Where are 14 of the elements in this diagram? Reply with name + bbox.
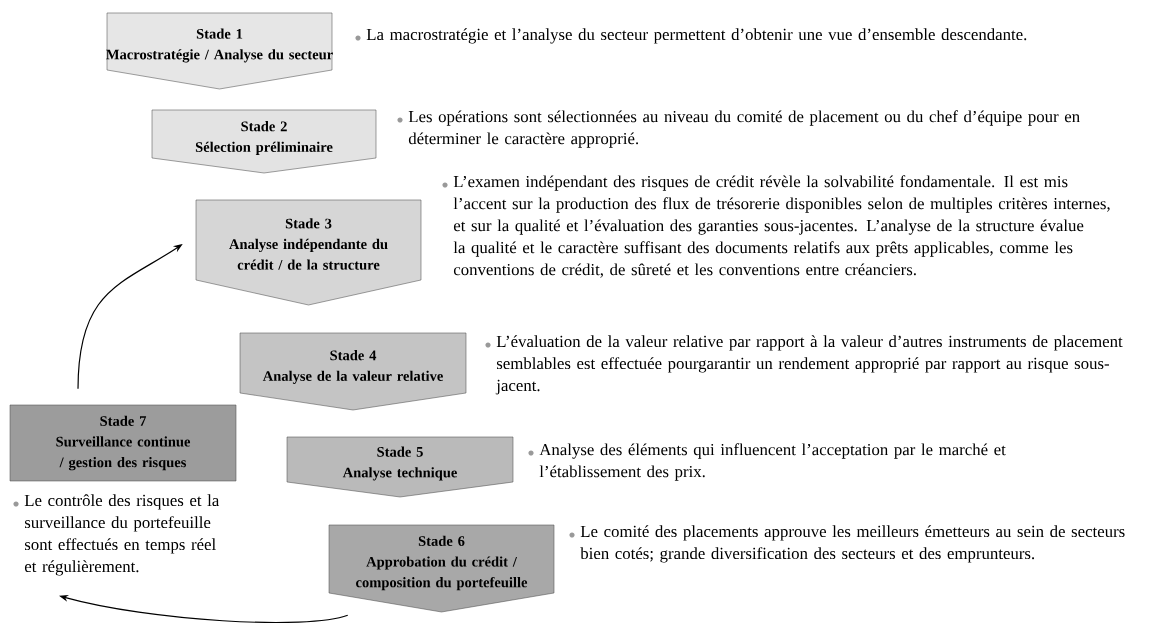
- description-text: Les opérations sont sélectionnées au niveau du comité de placement ou du chef d’équipe pour en déterminer le caractère approprié.: [408, 110, 1080, 148]
- description-text: La macrostratégie et l’analyse du secteur permettent d’obtenir une vue d’ensemble descendante.: [366, 28, 1027, 44]
- description-text: L’examen indépendant des risques de crédit révèle la solvabilité fondamentale. Il est mis l’accent sur la production des flux de trésorerie disponibles selon de multiples critères internes, et sur la qualité et l’évaluation des garanties sous-jacentes. L’analyse de la structure évalue la qualité et le caractère suffisant des documents relatifs aux prêts applicables, comme les conventions de crédit, de sûreté et les conventions entre créanciers.: [453, 175, 1110, 278]
- stage-box: Stade 5 Analyse technique: [286, 436, 514, 498]
- stage-box: Stade 7 Surveillance continue / gestion des risques: [9, 404, 237, 482]
- stage-box: Stade 6 Approbation du crédit / composition du portefeuille: [328, 524, 555, 613]
- stage-box: Stade 4 Analyse de la valeur relative: [239, 332, 467, 411]
- stage-box: Stade 2 Sélection préliminaire: [151, 109, 377, 174]
- description-text: L’évaluation de la valeur relative par rapport à la valeur d’autres instruments de placement semblables est effectuée pourgarantir un rendement approprié par rapport au risque sous-jacent.: [495, 335, 1123, 395]
- description-text: Le contrôle des risques et la surveillance du portefeuille sont effectués en temps réel et régulièrement.: [24, 494, 220, 576]
- stage-box: Stade 1 Macrostratégie / Analyse du secteur: [106, 12, 333, 90]
- stage-box: Stade 3 Analyse indépendante du crédit / de la structure: [195, 199, 422, 306]
- description-text: Analyse des éléments qui influencent l’acceptation par le marché et l’établissement des prix.: [539, 443, 1006, 481]
- description-text: Le comité des placements approuve les meilleurs émetteurs au sein de secteurs bien cotés; grande diversification des secteurs et des emprunteurs.: [580, 525, 1125, 563]
